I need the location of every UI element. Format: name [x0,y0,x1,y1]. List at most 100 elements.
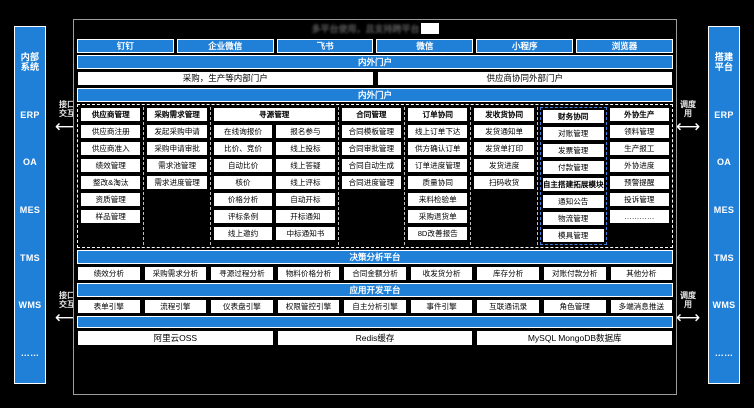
interface-left-bottom-text: 接口 交互 [59,291,75,309]
module-item[interactable]: 来料检验单 [407,192,469,207]
module-item[interactable]: 评标条例 [212,209,274,224]
module-item[interactable]: 供应商注册 [80,124,142,139]
decision-item-0[interactable]: 绩效分析 [77,266,141,281]
app-item-2[interactable]: 仪表盘引擎 [210,299,274,314]
decision-item-3[interactable]: 物料价格分析 [276,266,341,281]
double-arrow-icon: ⟷ [675,307,701,327]
module-item[interactable]: 发货通知单 [473,124,535,139]
right-system-item-3: MES [713,204,735,215]
module-item[interactable]: 合同模板管理 [340,124,403,139]
module-item[interactable]: 在线询报价 [212,124,274,139]
app-item-0[interactable]: 表单引擎 [77,299,141,314]
module-subrow: 线上邀约中标通知书 [212,226,336,241]
portal-1[interactable]: 供应商协同外部门户 [376,71,673,86]
client-app-2[interactable]: 飞书 [276,39,374,53]
app-item-6[interactable]: 互联通讯录 [476,299,540,314]
portals-row: 采购，生产等内部门户供应商协同外部门户 [77,71,673,86]
module-item[interactable]: 采购退货单 [407,209,469,224]
app-item-8[interactable]: 多端消息推送 [609,299,674,314]
app-item-5[interactable]: 事件引擎 [409,299,474,314]
module-item[interactable]: 质量协同 [407,175,469,190]
module-item[interactable]: 自动比价 [212,158,274,173]
extend-item[interactable]: 物流管理 [541,211,605,226]
modules-grid: 供应商管理供应商注册供应商准入绩效管理整改&淘汰资质管理样品管理采购需求管理发起… [80,107,670,245]
extend-item[interactable]: ………… [608,209,670,224]
module-item[interactable]: 8D改善报告 [407,226,469,241]
decision-item-8[interactable]: 其他分析 [609,266,674,281]
extend-item[interactable]: 模具管理 [541,228,605,243]
client-app-5[interactable]: 浏览器 [576,39,673,53]
module-item[interactable]: 线上答疑 [275,158,336,173]
module-item[interactable]: 价格分析 [212,192,274,207]
decision-item-5[interactable]: 收发货分析 [409,266,474,281]
right-system-item-5: WMS [712,300,736,311]
extend-item[interactable]: 通知公告 [541,194,605,209]
module-item[interactable]: 线上投标 [275,141,336,156]
module-item[interactable]: 合同进度管理 [340,175,403,190]
module-column-2: 寻源管理在线询报价报名参与比价、竞价线上投标自动比价线上答疑核价线上评标价格分析… [212,107,339,245]
client-app-3[interactable]: 微信 [376,39,474,53]
module-item[interactable]: 比价、竞价 [212,141,274,156]
module-item[interactable]: 供应商准入 [80,141,142,156]
portal-0[interactable]: 采购，生产等内部门户 [77,71,374,86]
interface-right-top-text: 调度 用 [680,100,696,118]
decision-item-6[interactable]: 库存分析 [476,266,540,281]
module-item[interactable]: 付款管理 [541,160,605,175]
module-item[interactable]: 需求池管理 [146,158,208,173]
module-item[interactable]: 线上评标 [275,175,336,190]
module-item[interactable]: 线上邀约 [212,226,274,241]
module-subrow: 核价线上评标 [212,175,336,190]
client-app-0[interactable]: 钉钉 [77,39,174,53]
left-system-item-0: 内部 系统 [20,51,40,72]
module-item[interactable]: 自动开标 [275,192,336,207]
client-app-1[interactable]: 企业微信 [176,39,274,53]
module-item[interactable]: 采购申请审批 [146,141,208,156]
module-item[interactable]: 发货单打印 [473,141,535,156]
module-item[interactable]: 线上订单下达 [407,124,469,139]
left-system-item-3: MES [19,204,41,215]
module-item[interactable]: 发票管理 [541,143,605,158]
module-item[interactable]: 报名参与 [275,124,336,139]
module-item[interactable]: 中标通知书 [275,226,336,241]
decision-item-2[interactable]: 寻源过程分析 [210,266,274,281]
decision-item-7[interactable]: 对账付款分析 [542,266,607,281]
app-item-3[interactable]: 权限管控引擎 [276,299,341,314]
module-item[interactable]: 核价 [212,175,274,190]
module-column-header: 发收货协同 [473,107,535,122]
module-item[interactable]: 样品管理 [80,209,142,224]
module-item[interactable]: 绩效管理 [80,158,142,173]
client-app-4[interactable]: 小程序 [476,39,574,53]
module-item[interactable]: 订单进度管理 [407,158,469,173]
left-system-item-4: TMS [20,252,40,263]
module-item[interactable]: 对账管理 [541,126,605,141]
extend-item[interactable]: 预警提醒 [608,175,670,190]
infra-item-0: 阿里云OSS [77,330,274,346]
module-item[interactable]: 合同审批管理 [340,141,403,156]
module-item[interactable]: 整改&淘汰 [80,175,142,190]
app-item-7[interactable]: 角色管理 [542,299,607,314]
module-column-5: 发收货协同发货通知单发货单打印发货进度扫码收货 [473,107,538,245]
decision-item-4[interactable]: 合同金额分析 [343,266,407,281]
extend-item[interactable]: 投诉管理 [608,192,670,207]
module-item[interactable]: 开标通知 [275,209,336,224]
module-item[interactable]: 需求进度管理 [146,175,208,190]
module-column-0: 供应商管理供应商注册供应商准入绩效管理整改&淘汰资质管理样品管理 [80,107,145,245]
page-title: 多平台使用，且支持跨平台 [77,22,673,37]
decision-item-1[interactable]: 采购需求分析 [143,266,208,281]
module-item[interactable]: 外协进度 [608,158,670,173]
module-item[interactable]: 领料管理 [608,124,670,139]
infra-bar [77,316,673,328]
module-item[interactable]: 生产报工 [608,141,670,156]
module-item[interactable]: 发起采购申请 [146,124,208,139]
client-apps-row: 钉钉企业微信飞书微信小程序浏览器 [77,39,673,53]
module-item[interactable]: 供方确认订单 [407,141,469,156]
module-item[interactable]: 发货进度 [473,158,535,173]
module-item[interactable]: 扫码收货 [473,175,535,190]
module-item[interactable]: 资质管理 [80,192,142,207]
app-item-4[interactable]: 自主分析引擎 [343,299,407,314]
module-item[interactable]: 合同自动生成 [340,158,403,173]
app-item-1[interactable]: 流程引擎 [143,299,208,314]
